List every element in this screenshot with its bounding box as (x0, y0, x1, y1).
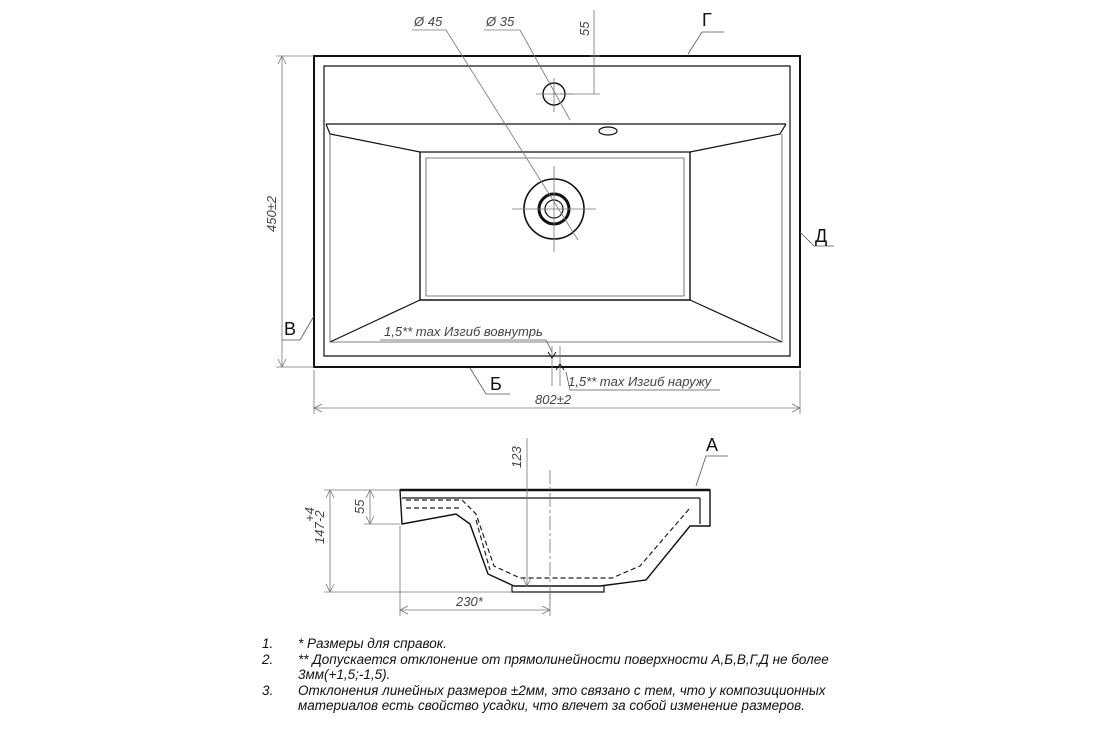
basin-rim-inner (323, 65, 791, 357)
dim-147-line (324, 489, 512, 593)
label-b-leader (469, 367, 510, 395)
label-v: В (284, 319, 296, 339)
dim-123-arrow (522, 577, 532, 587)
note-2: 2. ** Допускается отклонение от прямолин… (262, 652, 902, 683)
dim-width-label: 802±2 (535, 392, 572, 407)
label-a-leader (695, 455, 728, 487)
bend-marker-lines (551, 346, 561, 386)
back-slope (325, 123, 787, 153)
bend-marker-arrows (547, 351, 565, 371)
d35-leader (519, 29, 571, 121)
label-v-leader (282, 315, 315, 341)
note-2-number: 2. (262, 651, 274, 667)
dim-55-line (364, 489, 400, 525)
bend-inward-label: 1,5** max Изгиб вовнутрь (384, 324, 543, 339)
label-g-leader (687, 31, 724, 55)
bowl-corner-lines (329, 134, 783, 343)
bowl-inner-outline (419, 152, 691, 301)
label-d-leader (799, 231, 834, 247)
dim-147-label: 147 (312, 522, 327, 544)
side-inner-dashed-2 (406, 507, 491, 571)
dim-55-label: 55 (352, 499, 367, 514)
bend-outward-label: 1,5** max Изгиб наружу (568, 374, 713, 389)
dim-147-arrows (325, 489, 335, 593)
label-g: Г (702, 10, 712, 30)
note-1-text: * Размеры для справок. (298, 636, 447, 651)
dim-55-top-line (560, 10, 600, 95)
dim-230-label: 230* (455, 594, 484, 609)
bowl-inner-outline-double (425, 157, 685, 297)
note-3-number: 3. (262, 682, 274, 698)
dim-height-label: 450±2 (264, 195, 279, 232)
bend-inward-leader (380, 339, 553, 353)
side-inner-dashed (406, 499, 691, 579)
dim-230-line (399, 526, 551, 616)
dim-height-arrow-top (277, 55, 287, 65)
dim-55-arrows (365, 489, 375, 525)
note-1: 1. * Размеры для справок. (262, 636, 902, 652)
dim-230-arrows (399, 605, 551, 615)
basin-outer-outline (313, 55, 801, 368)
dim-width-arrow-left (313, 403, 323, 413)
dim-147-tol-lower: -2 (312, 510, 327, 522)
bend-outward-leader (565, 371, 720, 391)
side-profile-outer (399, 489, 711, 587)
label-a: А (706, 435, 718, 455)
dim-height-arrow-bottom (277, 358, 287, 368)
side-drain-body (511, 586, 605, 593)
note-3: 3. Отклонения линейных размеров ±2мм, эт… (262, 683, 902, 714)
notes-list: 1. * Размеры для справок. 2. ** Допускае… (262, 636, 902, 714)
label-b: Б (490, 374, 502, 394)
dim-123-label: 123 (509, 446, 524, 468)
dim-width-arrow-right (791, 403, 801, 413)
label-d: Д (815, 226, 827, 246)
side-rim-inner (402, 497, 701, 524)
top-view: Ø 45 Ø 35 55 450±2 802±2 Г Д В Б 1,5** m (264, 10, 834, 414)
note-1-number: 1. (262, 636, 274, 651)
dim-147-tol-upper: +4 (302, 507, 317, 522)
dim-55-top-label: 55 (577, 21, 592, 36)
overflow-hole (598, 126, 618, 136)
d45-label: Ø 45 (413, 14, 443, 29)
note-3-text: Отклонения линейных размеров ±2мм, это с… (298, 682, 826, 714)
note-2-text: ** Допускается отклонение от прямолинейн… (298, 651, 829, 683)
d45-leader (445, 29, 579, 241)
d35-label: Ø 35 (485, 14, 515, 29)
side-view: 123 55 147 +4 -2 230* А (302, 435, 728, 616)
dim-width-line (313, 370, 801, 414)
bowl-bottom-slope (329, 299, 783, 343)
